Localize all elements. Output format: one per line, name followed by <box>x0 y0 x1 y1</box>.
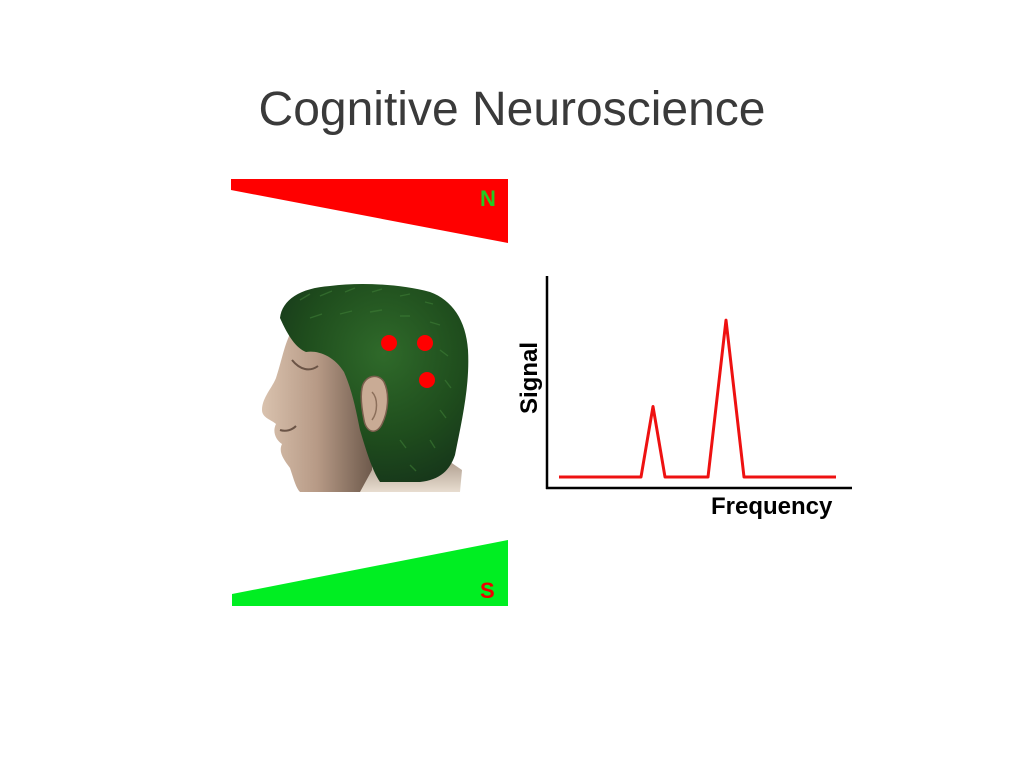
head-profile-image <box>262 284 469 492</box>
y-axis-label: Signal <box>516 342 543 414</box>
mouth-shading <box>279 425 297 432</box>
electrode-dot <box>419 372 435 388</box>
ear-detail <box>371 391 378 421</box>
hair-texture <box>299 287 452 472</box>
electrode-dot <box>417 335 433 351</box>
x-axis-label: Frequency <box>711 493 833 520</box>
brow-shading <box>291 359 319 371</box>
spectrum-plot: Signal Frequency <box>516 276 852 520</box>
electrode-dot <box>381 335 397 351</box>
north-label: N <box>480 186 496 211</box>
slide-title: Cognitive Neuroscience <box>258 83 766 136</box>
south-magnet-wedge <box>232 540 508 606</box>
north-magnet: N <box>231 179 508 243</box>
north-magnet-wedge <box>231 179 508 243</box>
south-label: S <box>480 578 495 603</box>
electrode-group <box>381 335 435 388</box>
south-magnet: S <box>232 540 508 606</box>
ear-shape <box>360 375 389 432</box>
spectrum-line <box>559 318 836 479</box>
